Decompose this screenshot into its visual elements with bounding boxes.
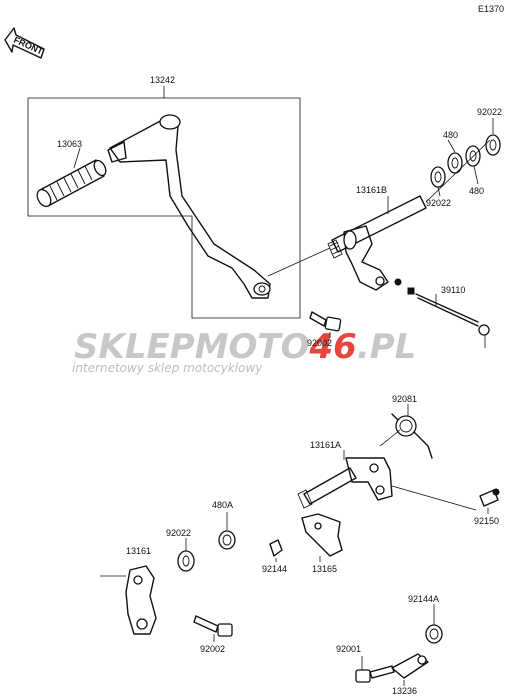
watermark-part-b: MOTO xyxy=(195,327,310,367)
bolt-92001 xyxy=(355,665,395,683)
label-92081: 92081 xyxy=(392,394,417,404)
label-92150: 92150 xyxy=(474,516,499,526)
label-13161B: 13161B xyxy=(356,185,387,195)
label-480-b: 480 xyxy=(469,186,484,196)
tie-rod-39110 xyxy=(407,287,490,348)
pedal-rubber-13063 xyxy=(36,159,107,208)
label-92022-top: 92022 xyxy=(477,107,502,117)
shift-pedal-13242 xyxy=(107,114,271,299)
label-92022-mid: 92022 xyxy=(426,198,451,208)
spring-92081 xyxy=(391,413,433,459)
watermark-part-d: .PL xyxy=(357,327,417,367)
watermark: SKLEPMOTO46.PL internetowy sklep motocyk… xyxy=(72,327,416,375)
label-92002-low: 92002 xyxy=(200,644,225,654)
label-92144A: 92144A xyxy=(408,594,439,604)
watermark-brand: SKLEPMOTO46.PL xyxy=(74,327,416,367)
label-13165: 13165 xyxy=(312,564,337,574)
label-13242: 13242 xyxy=(150,75,175,85)
part-labels: 13242 13063 92022 480 480 13161B 92022 3… xyxy=(57,75,502,696)
bolt-92002-upper xyxy=(309,311,342,332)
circlip-480A xyxy=(218,530,236,550)
label-39110: 39110 xyxy=(441,285,465,295)
watermark-tagline: internetowy sklep motocyklowy xyxy=(72,361,263,375)
assembly-bracket-13242 xyxy=(27,97,301,319)
shift-shaft-13161A xyxy=(297,429,477,511)
shift-shaft-13161B xyxy=(327,195,427,291)
pin-92150 xyxy=(479,488,500,507)
spring-92144A xyxy=(425,624,443,644)
washer-92022-low xyxy=(177,550,195,572)
label-92144: 92144 xyxy=(262,564,287,574)
clip-92144 xyxy=(269,539,283,557)
front-arrow-label: FRONT xyxy=(12,35,45,57)
watermark-part-a: SKLEP xyxy=(74,327,195,367)
diagram-code: E1370 xyxy=(478,4,504,14)
leader-lines xyxy=(73,118,494,686)
label-13063: 13063 xyxy=(57,139,82,149)
label-13236: 13236 xyxy=(392,686,417,696)
label-92001: 92001 xyxy=(336,644,361,654)
label-480-a: 480 xyxy=(443,130,458,140)
label-480A: 480A xyxy=(212,500,233,510)
washer-480-a xyxy=(447,152,463,174)
label-13161A: 13161A xyxy=(310,440,341,450)
front-arrow: FRONT xyxy=(4,27,45,59)
label-92022-low: 92022 xyxy=(166,528,191,538)
washer-92022-mid xyxy=(430,166,446,188)
label-92002-top: 92002 xyxy=(307,338,332,348)
plate-13165 xyxy=(301,513,343,557)
lever-13161 xyxy=(100,565,157,635)
washer-92022-top xyxy=(485,134,501,156)
stopper-13236 xyxy=(391,653,429,679)
bolt-92002-lower xyxy=(193,615,233,637)
label-13161: 13161 xyxy=(126,546,151,556)
watermark-part-c: 46 xyxy=(309,327,357,367)
